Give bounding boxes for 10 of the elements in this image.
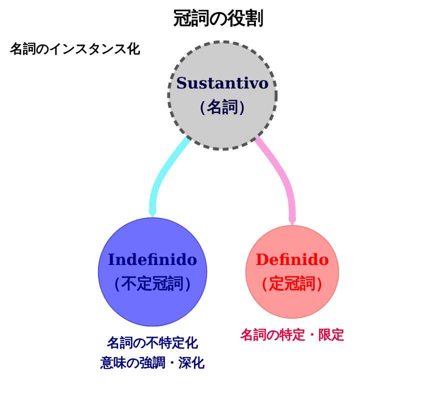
node-circle: Indefinido （不定冠詞） (98, 217, 208, 327)
node-note: 名詞の不特定化 (106, 334, 200, 352)
diagram-label: 名詞のインスタンス化 (10, 41, 140, 58)
arrow (253, 136, 297, 226)
node-circle: Definido （定冠詞） (245, 225, 340, 319)
node-circle: Sustantivo （名詞） (167, 40, 278, 151)
diagram-title: 冠詞の役割 (172, 7, 264, 30)
node-note: 名詞の特定・限定 (240, 326, 344, 344)
arrow (148, 136, 192, 218)
node-note: 意味の強調・深化 (100, 354, 205, 372)
